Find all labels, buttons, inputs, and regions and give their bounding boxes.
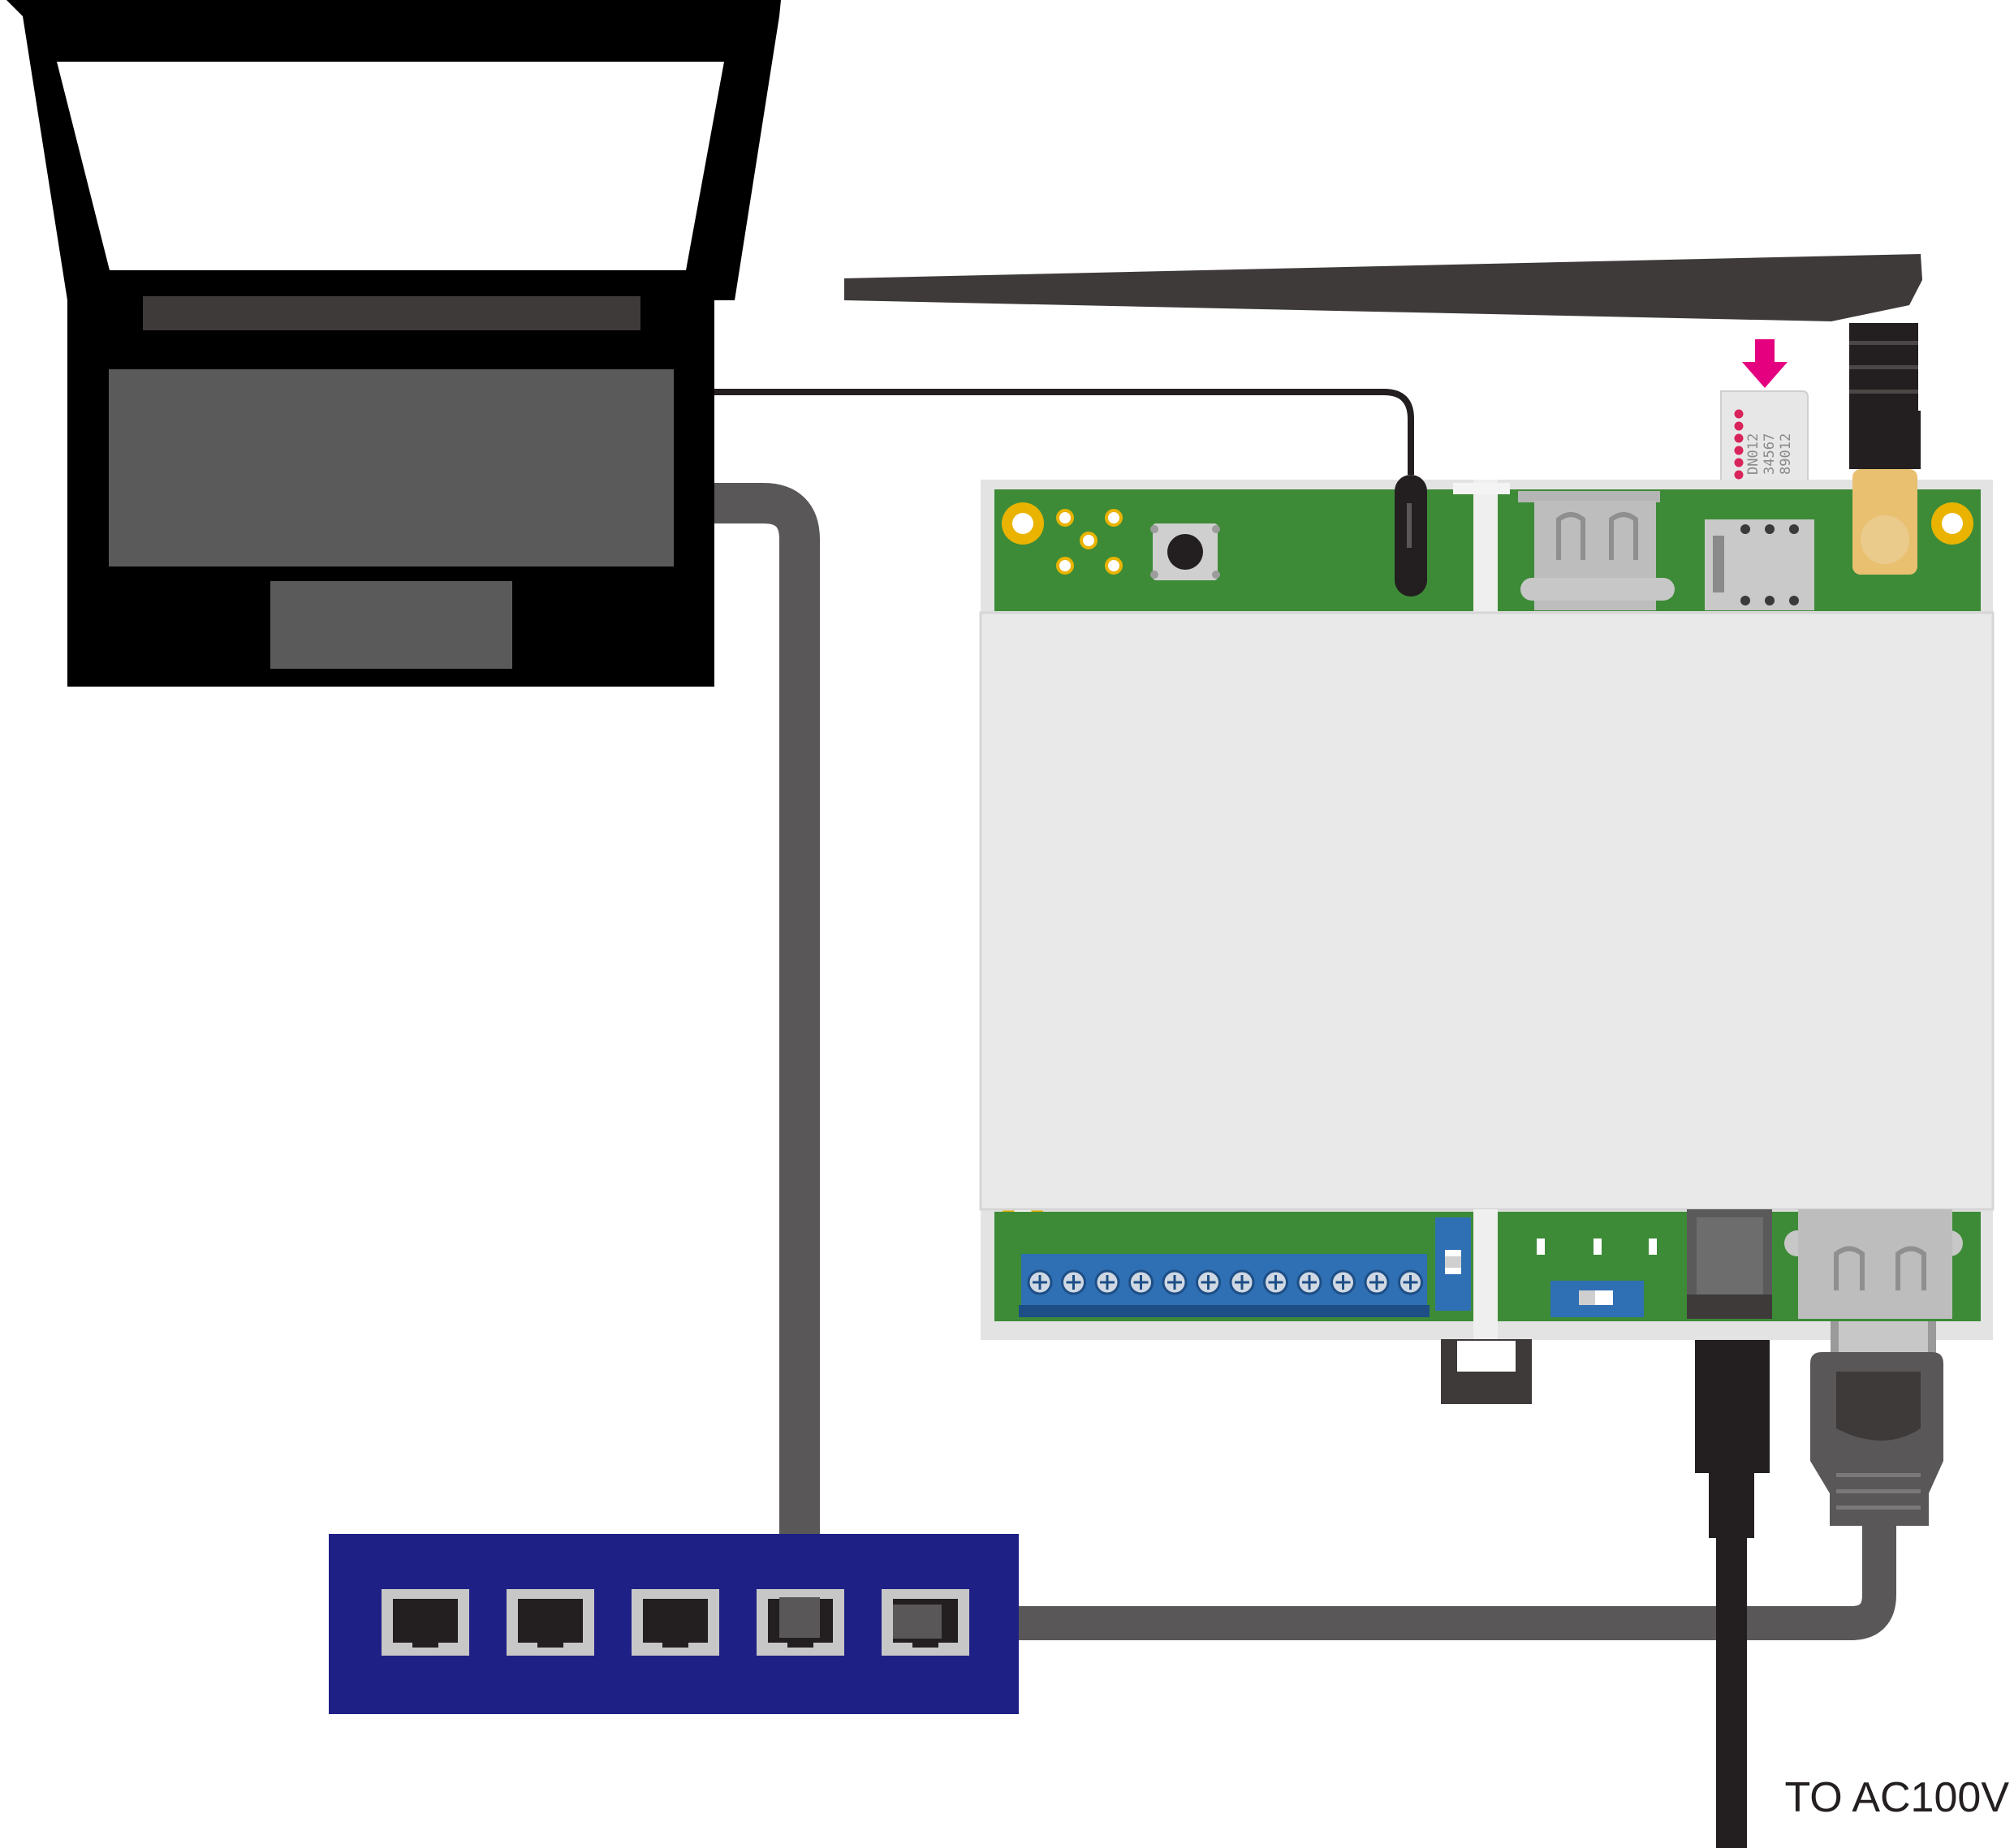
led-pads	[1056, 509, 1123, 575]
laptop	[6, 0, 781, 687]
switch-port-plugs	[779, 1597, 942, 1639]
laptop-touchpad	[270, 581, 512, 669]
sma-connector	[1852, 469, 1917, 575]
antenna-base	[1849, 411, 1921, 469]
plug-port-4	[779, 1597, 820, 1638]
sim-text-line-3: 89012	[1778, 433, 1794, 475]
terminal-screw	[1330, 1269, 1356, 1295]
terminal-screws	[1027, 1269, 1423, 1295]
case-cover	[979, 611, 1995, 1211]
status-led-pads	[1537, 1238, 1657, 1255]
mount-hole-top-left	[1002, 502, 1044, 545]
terminal-block	[1019, 1254, 1430, 1317]
lan-plug	[1810, 1321, 1943, 1526]
rj45-jack	[1784, 1209, 1963, 1319]
laptop-function-bar	[143, 296, 640, 330]
usb-plug	[1395, 475, 1427, 597]
sim-contact-dots	[1734, 409, 1744, 480]
terminal-screw	[1094, 1269, 1120, 1295]
sim-text-line-1: DN012	[1745, 433, 1762, 475]
terminal-screw	[1196, 1269, 1221, 1295]
terminal-screw	[1229, 1269, 1255, 1295]
power-destination-label: TO AC100V	[1784, 1774, 2009, 1821]
terminal-screw	[1364, 1269, 1390, 1295]
switch-ports	[382, 1589, 969, 1656]
reset-button	[1150, 523, 1220, 580]
antenna-rod	[844, 254, 1922, 321]
sim-card: DN012 34567 89012	[1720, 390, 1809, 493]
din-clip	[1441, 1339, 1532, 1404]
antenna-joint	[1849, 323, 1918, 420]
antenna	[844, 254, 1922, 469]
antenna-knurl-3	[1849, 390, 1918, 394]
terminal-screw	[1061, 1269, 1086, 1295]
sim-insert-arrow	[1742, 339, 1788, 388]
lan-cable-switch-to-gateway	[893, 1510, 1896, 1640]
usb-cable	[714, 389, 1414, 475]
power-plug-strain-relief	[1709, 1473, 1754, 1538]
switch-port	[632, 1589, 719, 1656]
power-plug-body	[1695, 1327, 1770, 1473]
power-plug-taper	[1695, 1457, 1770, 1473]
laptop-keyboard	[109, 369, 674, 566]
switch-port	[507, 1589, 594, 1656]
mount-hole-top-right	[1931, 502, 1973, 545]
terminal-screw	[1162, 1269, 1188, 1295]
sim-slot	[1705, 519, 1814, 610]
lan-cable-laptop-to-switch	[714, 483, 820, 1643]
top-clip	[1453, 483, 1510, 494]
dip-switch-horizontal	[1550, 1281, 1644, 1317]
switch-port	[382, 1589, 469, 1656]
antenna-knurl-2	[1849, 365, 1918, 369]
gateway-device	[979, 469, 1995, 1526]
dip-switch-vertical	[1435, 1217, 1471, 1311]
top-divider	[1473, 480, 1498, 614]
dc-jack	[1687, 1209, 1772, 1319]
plug-port-5	[893, 1605, 942, 1639]
bottom-divider	[1473, 1209, 1498, 1343]
terminal-screw	[1398, 1269, 1423, 1295]
sim-text-line-2: 34567	[1762, 433, 1778, 475]
terminal-screw	[1296, 1269, 1322, 1295]
top-board-left	[994, 489, 1473, 611]
terminal-screw	[1027, 1269, 1053, 1295]
antenna-knurl-1	[1849, 341, 1918, 345]
laptop-screen	[57, 62, 724, 270]
usb-a-port	[1518, 491, 1675, 610]
terminal-screw	[1263, 1269, 1288, 1295]
power-cable	[1695, 1327, 1770, 1848]
terminal-screw	[1128, 1269, 1154, 1295]
